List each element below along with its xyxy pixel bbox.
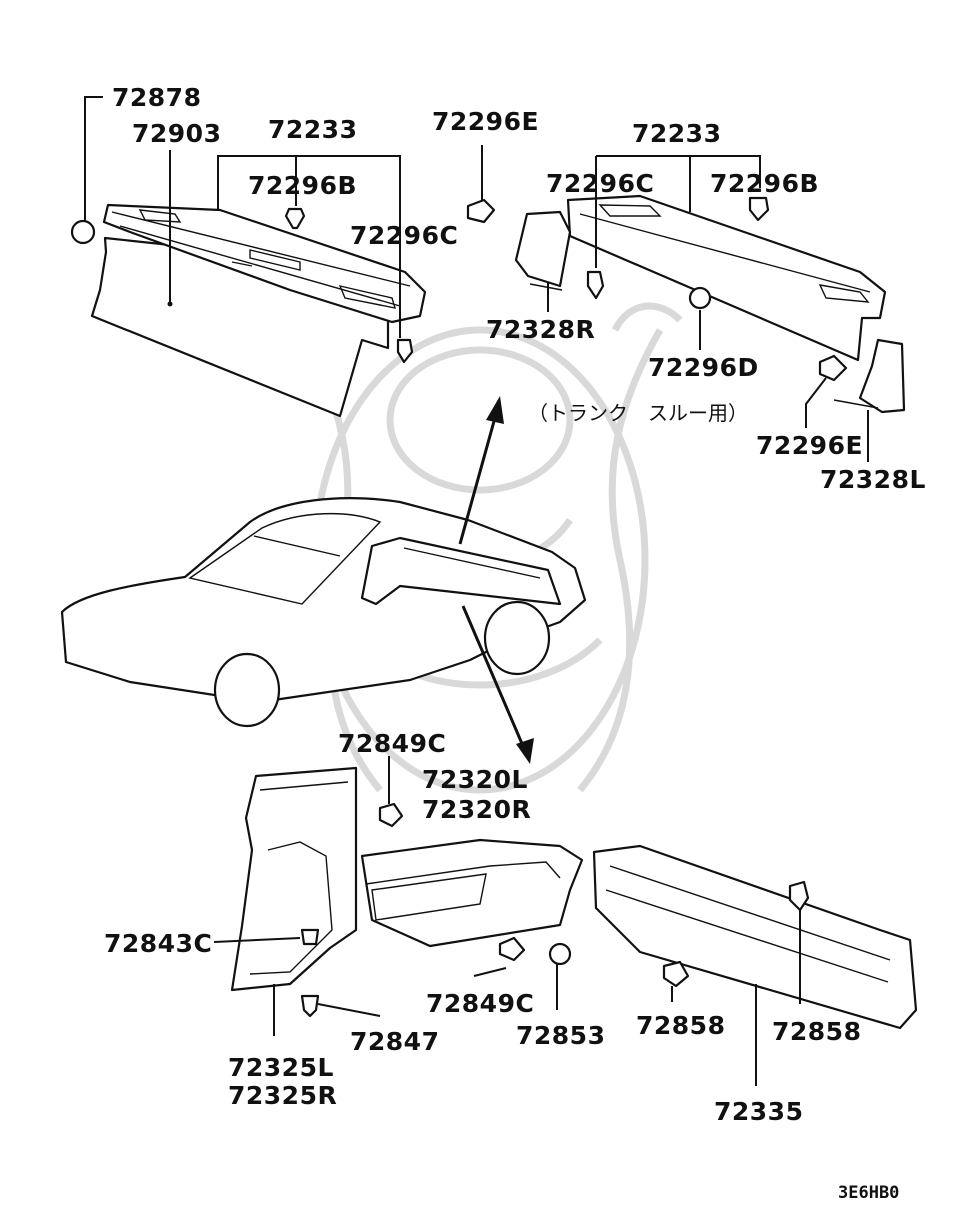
clip-72296B-b	[748, 196, 770, 222]
label-72296D: 72296D	[648, 353, 759, 382]
label-72328R: 72328R	[486, 315, 595, 344]
clip-72296E-b	[818, 354, 848, 382]
rear-trim-panel	[360, 838, 584, 948]
package-tray-left	[70, 96, 427, 418]
label-72858-right: 72858	[772, 1017, 861, 1046]
diagram-code: 3E6HB0	[838, 1183, 899, 1203]
label-72296E-bottom: 72296E	[756, 431, 863, 460]
push-rivet-72296B-a	[284, 207, 306, 230]
label-72233-right: 72233	[632, 119, 721, 148]
label-72296C-left: 72296C	[350, 221, 458, 250]
label-72296C-right: 72296C	[546, 169, 654, 198]
clip-72849C-a	[378, 802, 404, 828]
label-72296B-right: 72296B	[710, 169, 819, 198]
clip-72296C-b	[586, 270, 605, 300]
side-bracket-72328R	[514, 210, 572, 288]
label-72843C: 72843C	[104, 929, 212, 958]
clip-72847	[300, 994, 320, 1018]
label-72335: 72335	[714, 1097, 803, 1126]
package-tray-top	[102, 203, 427, 324]
label-72847: 72847	[350, 1027, 439, 1056]
trunk-side-trim-72325	[230, 766, 404, 1018]
clip-72296D	[688, 286, 712, 310]
label-72878: 72878	[112, 83, 201, 112]
label-72849C-bottom: 72849C	[426, 989, 534, 1018]
car-front-wheel	[213, 652, 281, 728]
side-bracket-72328L	[858, 338, 906, 414]
arrow-down	[461, 605, 534, 764]
arrow-up	[458, 396, 504, 545]
clip-72843C	[300, 928, 320, 946]
clip-72296E-a	[466, 198, 496, 224]
label-72325R: 72325R	[228, 1081, 337, 1110]
clip-72853	[548, 942, 572, 966]
clip-72858-a	[662, 960, 690, 988]
tray-right-main	[566, 194, 887, 362]
label-72853: 72853	[516, 1021, 605, 1050]
trunk-floor-trim-72335	[592, 844, 918, 1030]
clip-72849C-b	[498, 936, 526, 962]
quarter-trim-panel	[230, 766, 358, 992]
label-72296B-left: 72296B	[248, 171, 357, 200]
label-72296E-top: 72296E	[432, 107, 539, 136]
label-72233-left: 72233	[268, 115, 357, 144]
label-72328L: 72328L	[820, 465, 926, 494]
label-72849C-top: 72849C	[338, 729, 446, 758]
label-72858-left: 72858	[636, 1011, 725, 1040]
car-trunk-trim	[360, 536, 562, 606]
trunk-rear-trim-72320	[360, 838, 584, 966]
trunk-through-note: （トランク スルー用）	[528, 401, 748, 425]
car-silhouette	[60, 497, 587, 728]
label-72320L: 72320L	[422, 765, 528, 794]
label-72320R: 72320R	[422, 795, 531, 824]
package-tray-right	[466, 145, 906, 462]
trim-clip-72878	[70, 219, 96, 245]
label-72325L: 72325L	[228, 1053, 334, 1082]
push-rivet-72296C-a	[396, 338, 414, 364]
label-72903: 72903	[132, 119, 221, 148]
clip-72858-b	[788, 880, 810, 912]
car-rear-wheel	[483, 600, 551, 676]
floor-trim-panel	[592, 844, 918, 1030]
